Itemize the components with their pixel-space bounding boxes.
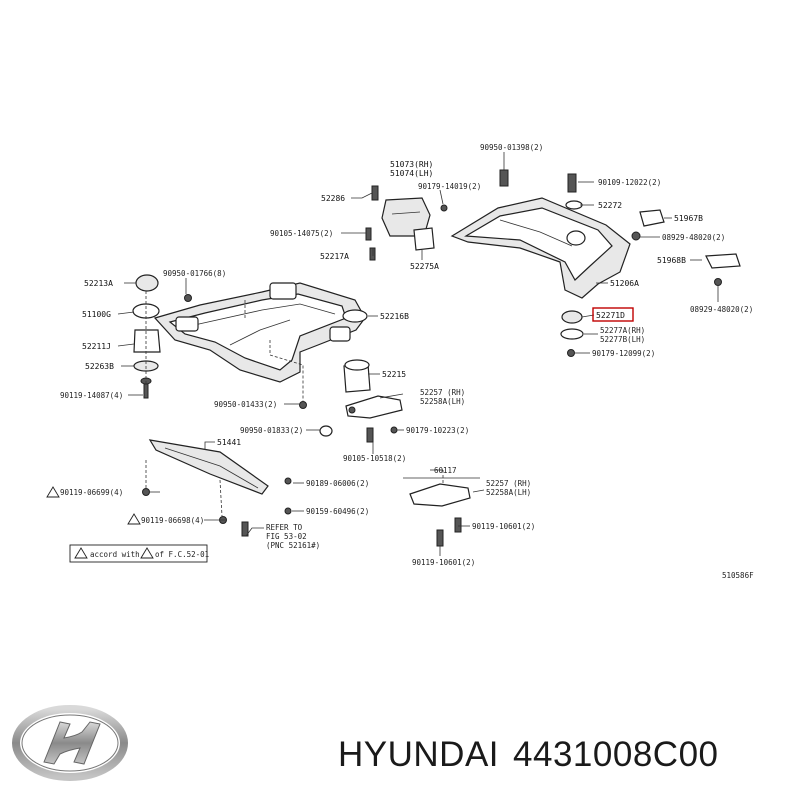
under-cover [142,439,292,537]
left-bushing-stack [132,274,161,399]
warning-triangles [46,486,208,563]
label-52213a: 52213A [84,279,113,288]
label-90950-01833: 90950-01833(2) [240,426,303,435]
label-90119-10601: 90119-10601(2) [472,522,535,531]
label-52258a-upper: 52258A(LH) [420,397,465,406]
label-51100g: 51100G [82,310,111,319]
rear-subframe [450,173,741,357]
label-51967b: 51967B [674,214,703,223]
label-90119-06699: 90119-06699(4) [60,488,123,497]
label-90109-12022: 90109-12022(2) [598,178,661,187]
brand-logo [12,705,128,781]
highlight-box [592,307,634,322]
label-52272: 52272 [598,201,622,210]
label-52217a: 52217A [320,252,349,261]
label-51074: 51074(LH) [390,169,433,178]
label-90159-60496: 90159-60496(2) [306,507,369,516]
label-52211j: 52211J [82,342,111,351]
label-90105-10518: 90105-10518(2) [343,454,406,463]
label-pnc: (PNC 52161#) [266,541,320,550]
label-90189-06006: 90189-06006(2) [306,479,369,488]
label-90179-10223: 90179-10223(2) [406,426,469,435]
label-52275a: 52275A [410,262,439,271]
label-90119-06698: 90119-06698(4) [141,516,204,525]
center-mounts [299,309,371,437]
label-90179-14019: 90179-14019(2) [418,182,481,191]
label-refer-to: REFER TO [266,523,303,532]
label-52263b: 52263B [85,362,114,371]
label-52286: 52286 [321,194,345,203]
part-number: 4431008C00 [513,735,719,774]
bracket-lower [403,470,480,547]
label-08929-48020-top: 08929-48020(2) [662,233,725,242]
label-52216b: 52216B [380,312,409,321]
callout-labels: 90950-01398(2) 51073(RH) 51074(LH) 52286… [60,143,754,580]
label-51968b: 51968B [657,256,686,265]
label-52258a-lower: 52258A(LH) [486,488,531,497]
label-90105-14075: 90105-14075(2) [270,229,333,238]
label-90950-01398: 90950-01398(2) [480,143,543,152]
label-52257-upper: 52257 (RH) [420,388,465,397]
label-52277a: 52277A(RH) [600,326,645,335]
label-90119-14087: 90119-14087(4) [60,391,123,400]
label-diagram-code: 510586F [722,571,754,580]
label-90179-12099: 90179-12099(2) [592,349,655,358]
brand-caption: HYUNDAI 4431008C00 [338,735,733,775]
label-90950-01766: 90950-01766(8) [163,269,226,278]
label-52271d: 52271D [596,311,625,320]
bracket-upper [345,395,403,443]
label-warn-2: of F.C.52-01 [155,550,209,559]
label-52277b: 52277B(LH) [600,335,645,344]
label-51073: 51073(RH) [390,160,433,169]
label-fig: FIG 53-02 [266,532,307,541]
label-60117: 60117 [434,466,457,475]
front-subframe [153,282,366,402]
brand-name: HYUNDAI [338,735,500,774]
label-90119-10601b: 90119-10601(2) [412,558,475,567]
engine-mount [365,169,509,261]
leader-lines [117,152,719,556]
label-51441: 51441 [217,438,241,447]
label-90950-01433: 90950-01433(2) [214,400,277,409]
label-52215: 52215 [382,370,406,379]
label-52257-lower: 52257 (RH) [486,479,531,488]
label-51206a: 51206A [610,279,639,288]
label-08929-48020-bot: 08929-48020(2) [690,305,753,314]
label-warn-1: accord with [90,550,140,559]
